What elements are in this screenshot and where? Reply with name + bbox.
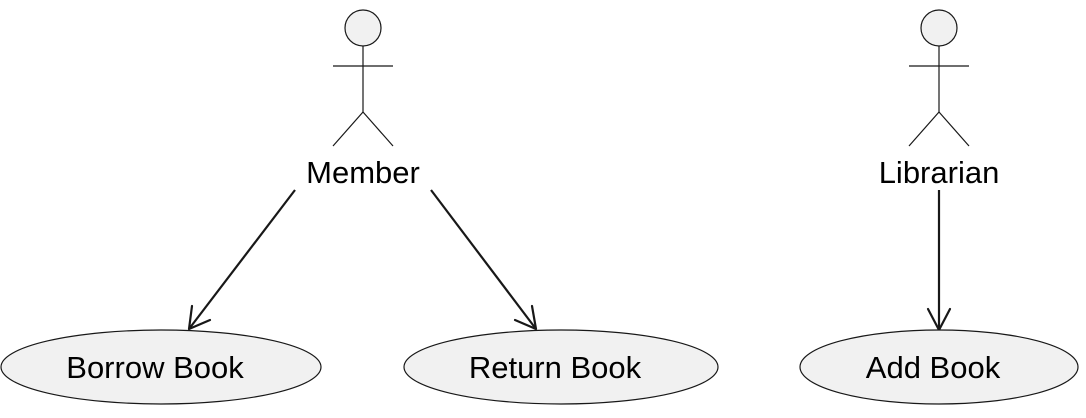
librarian-label: Librarian: [879, 155, 1000, 190]
actor-member[interactable]: Member: [306, 9, 420, 190]
usecase-borrow-book[interactable]: Borrow Book: [0, 329, 322, 405]
usecase-add-book[interactable]: Add Book: [799, 329, 1079, 405]
relation-librarian-add-book: [926, 190, 952, 332]
usecase-ellipse: [403, 329, 719, 405]
return-book-label: Return Book: [469, 350, 642, 385]
member-label: Member: [306, 155, 420, 190]
borrow-book-label: Borrow Book: [66, 350, 244, 385]
member-stick-figure-icon: [332, 9, 394, 147]
relation-member-return-book: [430, 189, 538, 331]
relation-member-borrow-book: [187, 189, 296, 331]
librarian-stick-figure-icon: [908, 9, 970, 147]
usecase-ellipse: [799, 329, 1079, 405]
relation-line: [430, 189, 537, 330]
relation-line: [188, 189, 296, 330]
usecase-ellipse: [0, 329, 322, 405]
usecase-return-book[interactable]: Return Book: [403, 329, 719, 405]
arrowhead-icon: [187, 304, 212, 331]
actor-librarian[interactable]: Librarian: [879, 9, 1000, 190]
arrowhead-icon: [513, 304, 538, 331]
add-book-label: Add Book: [866, 350, 1001, 385]
